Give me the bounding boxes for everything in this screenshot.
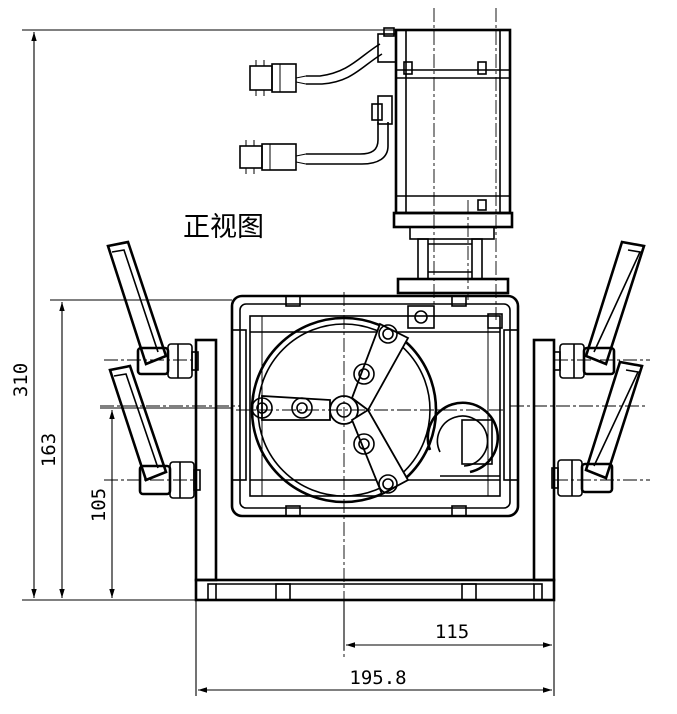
left-clamp-levers	[106, 240, 201, 499]
servo-motor	[371, 27, 514, 295]
dim-width-base: 195.8	[349, 667, 406, 689]
view-title: 正视图	[183, 212, 264, 243]
gear-housing	[230, 294, 520, 518]
dim-height-axis-lower: 105	[88, 488, 110, 522]
lower-connector-socket	[239, 145, 263, 169]
upper-connector-plug	[271, 63, 297, 93]
dim-width-offset: 115	[435, 621, 469, 643]
center-lines	[100, 8, 650, 660]
right-clamp-levers	[551, 240, 646, 497]
chuck-jaw-left	[251, 395, 331, 421]
lower-connector-plug	[261, 143, 297, 171]
dim-height-total: 310	[10, 363, 32, 397]
dim-height-axis-upper: 163	[38, 433, 60, 467]
base-plate	[194, 578, 556, 602]
support-frame	[194, 338, 556, 602]
chuck-jaw-upper	[350, 322, 410, 412]
upper-connector-socket	[249, 65, 273, 91]
dimension-lines	[22, 29, 555, 696]
motor-cables	[239, 43, 389, 174]
chuck-jaw-lower	[350, 408, 410, 496]
